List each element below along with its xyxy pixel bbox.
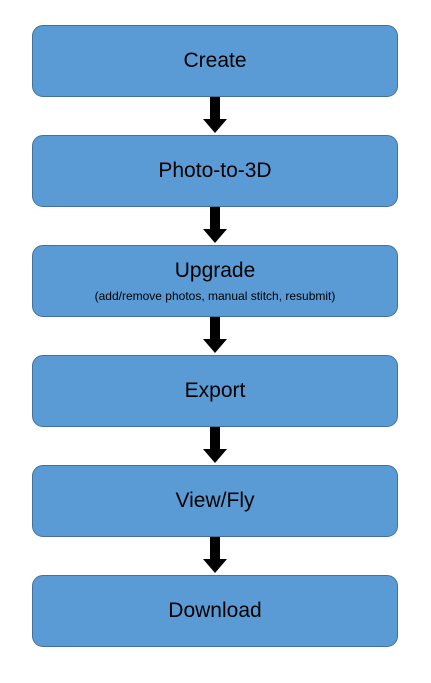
step-label: View/Fly <box>175 489 255 512</box>
step-label: Photo-to-3D <box>158 159 272 182</box>
step-label: Download <box>168 599 262 622</box>
step-label: Create <box>183 49 247 72</box>
step-photo-to-3d: Photo-to-3D <box>32 135 398 207</box>
step-note: (add/remove photos, manual stitch, resub… <box>94 289 336 303</box>
step-view-fly: View/Fly <box>32 465 398 537</box>
step-create: Create <box>32 25 398 97</box>
step-upgrade: Upgrade (add/remove photos, manual stitc… <box>32 245 398 317</box>
step-export: Export <box>32 355 398 427</box>
arrow-down-icon <box>203 537 227 575</box>
arrow-down-icon <box>203 427 227 465</box>
arrow-down-icon <box>203 207 227 245</box>
step-download: Download <box>32 575 398 647</box>
step-label: Export <box>184 379 246 402</box>
arrow-down-icon <box>203 317 227 355</box>
step-label: Upgrade <box>174 259 256 282</box>
arrow-down-icon <box>203 97 227 135</box>
